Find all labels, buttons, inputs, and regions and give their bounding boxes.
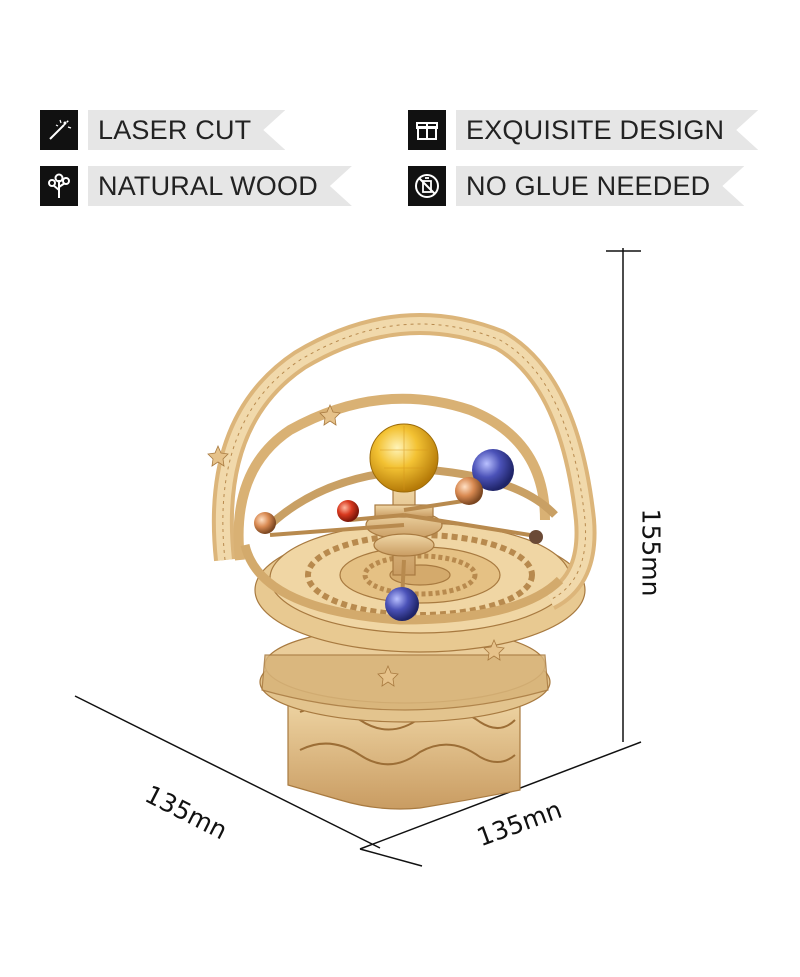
feature-label: LASER CUT [88,110,285,150]
height-dimension-label: 155mn [636,508,666,597]
gear-platform [254,522,586,653]
orange-planet [455,477,483,505]
star-decorations [207,403,505,687]
feature-exquisite-design: EXQUISITE DESIGN [408,110,758,150]
tree-icon [40,166,78,206]
blue-planet [472,449,514,491]
planets [254,423,543,621]
orbit-rings [211,313,597,625]
no-glue-icon [408,166,446,206]
dark-planet [529,530,543,544]
feature-label: EXQUISITE DESIGN [456,110,758,150]
feature-natural-wood: NATURAL WOOD [40,166,352,206]
wooden-base [259,626,551,810]
red-planet [337,500,359,522]
small-orange-planet [254,512,276,534]
blue-bottom-planet [385,587,419,621]
feature-label: NATURAL WOOD [88,166,352,206]
laser-icon [40,110,78,150]
dimension-lines [74,248,642,867]
feature-no-glue: NO GLUE NEEDED [408,166,744,206]
feature-label: NO GLUE NEEDED [456,166,744,206]
gift-box-icon [408,110,446,150]
feature-laser-cut: LASER CUT [40,110,285,150]
